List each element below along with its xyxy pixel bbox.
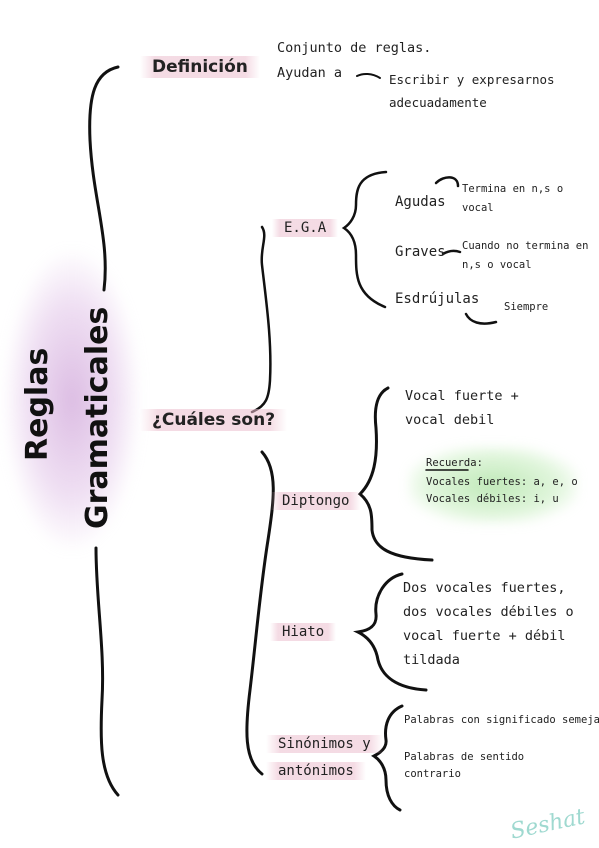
node-hiato: Hiato — [270, 623, 337, 641]
node-ega: E.G.A — [272, 219, 339, 237]
brace-main-top — [88, 65, 120, 292]
title-gramaticales: Gramaticales — [80, 306, 115, 529]
node-cuales-son: ¿Cuáles son? — [140, 409, 288, 431]
esdrujulas-hook — [464, 312, 498, 325]
diptongo-text-2: vocal debil — [405, 412, 495, 428]
node-diptongo: Diptongo — [270, 492, 362, 510]
agudas-desc-1: Termina en n,s o — [462, 183, 564, 195]
vocales-debiles: Vocales débiles: i, u — [426, 493, 559, 505]
ega-graves: Graves — [395, 244, 446, 260]
title-reglas: Reglas — [20, 347, 55, 461]
definicion-text-1: Conjunto de reglas. — [277, 40, 432, 56]
antonimos-desc-1: Palabras de sentido — [404, 751, 525, 763]
recuerda-highlight — [408, 446, 578, 524]
brace-main-bottom — [94, 546, 120, 797]
node-sinonimos-1: Sinónimos y — [266, 735, 383, 753]
definicion-text-2: Ayudan a — [277, 65, 343, 81]
agudas-hook — [434, 176, 460, 188]
hiato-text-3: vocal fuerte + débil — [403, 628, 566, 644]
diptongo-text-1: Vocal fuerte + — [405, 388, 519, 404]
agudas-desc-2: vocal — [462, 202, 494, 214]
brace-cuales-top — [250, 225, 272, 414]
brace-hiato — [353, 572, 428, 692]
definicion-result-1: Escribir y expresarnos — [389, 72, 555, 87]
ayudan-dash — [356, 72, 381, 79]
graves-dash — [441, 249, 462, 256]
graves-desc-2: n,s o vocal — [462, 259, 532, 271]
sinonimos-desc: Palabras con significado semejante — [404, 714, 599, 726]
vocales-fuertes: Vocales fuertes: a, e, o — [426, 476, 578, 488]
recuerda-label: Recuerda: — [426, 457, 483, 469]
ega-esdrujulas: Esdrújulas — [395, 291, 480, 307]
hiato-text-2: dos vocales débiles o — [403, 604, 574, 620]
title-highlight — [4, 250, 140, 550]
brace-ega — [341, 170, 388, 309]
brace-sinonimos — [371, 704, 404, 812]
hiato-text-4: tildada — [403, 652, 460, 668]
ega-agudas: Agudas — [395, 194, 446, 210]
node-definicion: Definición — [140, 56, 260, 78]
antonimos-desc-2: contrario — [404, 768, 461, 780]
hiato-text-1: Dos vocales fuertes, — [403, 580, 566, 596]
esdrujulas-desc: Siempre — [504, 301, 549, 313]
definicion-result-2: adecuadamente — [389, 95, 487, 110]
node-sinonimos-2: antónimos — [266, 762, 366, 780]
graves-desc-1: Cuando no termina en — [462, 240, 589, 252]
